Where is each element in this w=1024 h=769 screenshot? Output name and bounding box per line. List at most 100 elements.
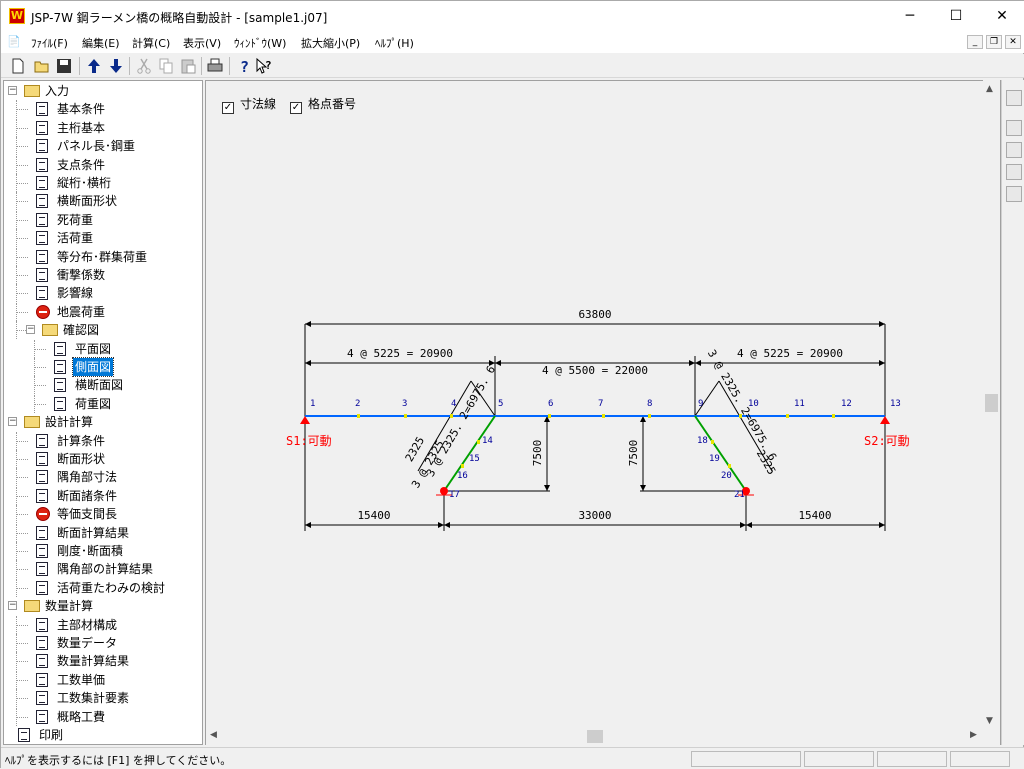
minimize-button[interactable]: ─: [905, 8, 915, 24]
tree-item[interactable]: 活荷重たわみの検討: [4, 578, 202, 597]
horizontal-scrollbar[interactable]: ◀ ▶: [206, 728, 983, 745]
status-pane: [877, 751, 947, 767]
tree-item-label: 隅角部の計算結果: [57, 562, 154, 577]
node-label: 14: [482, 436, 493, 446]
tree-item[interactable]: 主桁基本: [4, 118, 202, 137]
node-label: 17: [449, 490, 460, 500]
tree-item[interactable]: 横断面図: [4, 376, 202, 395]
tree-item[interactable]: パネル長･鋼重: [4, 137, 202, 156]
menu-edit[interactable]: 編集(E): [82, 37, 120, 50]
node-label: 12: [841, 399, 852, 409]
collapse-toggle-icon[interactable]: −: [8, 416, 17, 427]
menu-window[interactable]: ｳｨﾝﾄﾞｳ(W): [234, 37, 287, 50]
tree-item[interactable]: 数量データ: [4, 634, 202, 652]
document-icon[interactable]: 📄: [7, 35, 21, 48]
document-icon: [36, 212, 48, 227]
paste-icon[interactable]: [179, 57, 197, 75]
zoom-all-icon[interactable]: [1006, 186, 1022, 202]
tree-item[interactable]: −確認図: [4, 321, 202, 340]
tree-item[interactable]: 側面図: [4, 357, 202, 377]
context-help-icon[interactable]: ?: [255, 57, 273, 75]
tree-item[interactable]: 剛度･断面積: [4, 542, 202, 560]
tree-connector: [16, 247, 17, 266]
tree-item[interactable]: 活荷重: [4, 229, 202, 248]
tree-item[interactable]: 横断面形状: [4, 192, 202, 211]
vertical-scroll-thumb[interactable]: [985, 394, 998, 412]
tree-item[interactable]: 影響線: [4, 284, 202, 303]
tree-item[interactable]: 主部材構成: [4, 615, 202, 634]
tree-item[interactable]: 等価支間長: [4, 505, 202, 524]
collapse-toggle-icon[interactable]: −: [8, 600, 17, 611]
vertical-scrollbar[interactable]: ▲ ▼: [983, 80, 1000, 745]
zoom-icon[interactable]: [1006, 90, 1022, 106]
tree-item[interactable]: 基本条件: [4, 100, 202, 119]
tree-item[interactable]: 数量計算結果: [4, 652, 202, 671]
menu-help[interactable]: ﾍﾙﾌﾟ(H): [375, 37, 414, 50]
tree-item[interactable]: 工数集計要素: [4, 689, 202, 708]
tree-item[interactable]: 等分布･群集荷重: [4, 247, 202, 266]
copy-icon[interactable]: [157, 57, 175, 75]
tree-item[interactable]: 概略工費: [4, 707, 202, 726]
tree-item[interactable]: 地震荷重: [4, 302, 202, 321]
checkbox-box[interactable]: ✓: [290, 102, 302, 114]
menu-view[interactable]: 表示(V): [183, 37, 222, 50]
zoom-fit-icon[interactable]: [1006, 120, 1022, 136]
tree-connector: [16, 302, 17, 321]
save-icon[interactable]: [55, 57, 73, 75]
document-icon: [36, 231, 48, 246]
collapse-toggle-icon[interactable]: −: [26, 324, 35, 335]
support-left-icon: [300, 416, 310, 424]
menu-file[interactable]: ﾌｧｲﾙ(F): [31, 37, 68, 50]
drawing-area[interactable]: ✓寸法線 ✓格点番号: [205, 80, 1001, 745]
scroll-left-arrow-icon[interactable]: ◀: [210, 730, 217, 740]
node-numbers-checkbox[interactable]: ✓格点番号: [290, 95, 356, 114]
menu-calc[interactable]: 計算(C): [132, 37, 171, 50]
checkbox-box[interactable]: ✓: [222, 102, 234, 114]
tree-item[interactable]: 計算条件: [4, 431, 202, 450]
print-icon[interactable]: [206, 57, 224, 75]
horizontal-scroll-thumb[interactable]: [587, 730, 603, 743]
tree-item[interactable]: 隅角部寸法: [4, 468, 202, 487]
scroll-up-arrow-icon[interactable]: ▲: [986, 84, 993, 94]
disabled-stop-icon: [36, 304, 50, 319]
tree-item[interactable]: 隅角部の計算結果: [4, 560, 202, 579]
tree-item[interactable]: 荷重図: [4, 394, 202, 413]
navigation-tree[interactable]: −入力基本条件主桁基本パネル長･鋼重支点条件縦桁･横桁横断面形状死荷重活荷重等分…: [3, 80, 203, 745]
tree-item[interactable]: 縦桁･横桁: [4, 174, 202, 192]
cut-icon[interactable]: [135, 57, 153, 75]
zoom-window-icon[interactable]: [1006, 164, 1022, 180]
tree-item[interactable]: 支点条件: [4, 155, 202, 174]
support-right-icon: [880, 416, 890, 424]
tree-item[interactable]: 平面図: [4, 339, 202, 358]
down-arrow-icon[interactable]: [107, 57, 125, 75]
tree-item[interactable]: −数量計算: [4, 597, 202, 615]
mdi-restore-button[interactable]: ❐: [986, 35, 1002, 49]
tree-item[interactable]: −設計計算: [4, 413, 202, 431]
dimension-lines-checkbox[interactable]: ✓寸法線: [222, 95, 276, 114]
tree-item[interactable]: 断面諸条件: [4, 486, 202, 505]
new-file-icon[interactable]: [9, 57, 27, 75]
close-button[interactable]: ✕: [996, 8, 1008, 24]
right-leg-dim-line: [718, 380, 773, 472]
help-icon[interactable]: ?: [235, 57, 253, 75]
tree-item[interactable]: 衝撃係数: [4, 266, 202, 284]
collapse-toggle-icon[interactable]: −: [8, 85, 17, 95]
tree-connector: [16, 146, 28, 148]
menu-zoom[interactable]: 拡大縮小(P): [301, 37, 361, 50]
tree-item[interactable]: 印刷: [4, 726, 202, 744]
tree-item-label: 衝撃係数: [57, 268, 106, 282]
zoom-out-icon[interactable]: [1006, 142, 1022, 158]
scroll-down-arrow-icon[interactable]: ▼: [986, 716, 993, 726]
scroll-right-arrow-icon[interactable]: ▶: [970, 730, 977, 740]
up-arrow-icon[interactable]: [85, 57, 103, 75]
tree-item[interactable]: −入力: [4, 82, 202, 100]
tree-item[interactable]: 死荷重: [4, 210, 202, 229]
open-folder-icon[interactable]: [33, 57, 51, 75]
tree-item[interactable]: 工数単価: [4, 670, 202, 689]
mdi-minimize-button[interactable]: _: [967, 35, 983, 49]
node-marker: [728, 464, 731, 468]
tree-item[interactable]: 断面計算結果: [4, 523, 202, 542]
tree-item[interactable]: 断面形状: [4, 450, 202, 468]
mdi-close-button[interactable]: ✕: [1005, 35, 1021, 49]
maximize-button[interactable]: ☐: [949, 8, 963, 24]
